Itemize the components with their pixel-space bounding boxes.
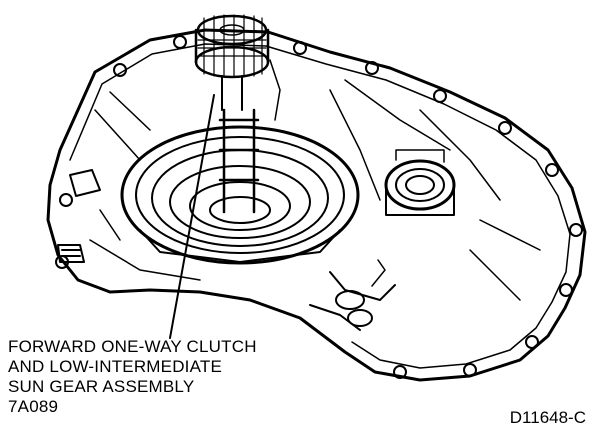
callout-line-3: SUN GEAR ASSEMBLY xyxy=(8,377,195,396)
callout-line-2: AND LOW-INTERMEDIATE xyxy=(8,357,222,376)
sun-gear-assembly xyxy=(194,14,270,111)
clutch-drum xyxy=(120,125,360,265)
lower-linkage xyxy=(309,259,396,331)
callout-leader-line xyxy=(169,94,215,339)
flange-bolt-bosses xyxy=(55,35,583,379)
bearing-housing xyxy=(384,149,456,216)
part-callout: FORWARD ONE-WAY CLUTCH AND LOW-INTERMEDI… xyxy=(8,337,257,417)
callout-part-number: 7A089 xyxy=(8,397,59,416)
left-fitting xyxy=(57,169,101,263)
case-outline xyxy=(46,28,587,382)
callout-line-1: FORWARD ONE-WAY CLUTCH xyxy=(8,337,257,356)
figure-code: D11648-C xyxy=(509,408,586,427)
input-shaft xyxy=(218,108,260,214)
case-ribs xyxy=(89,59,541,301)
